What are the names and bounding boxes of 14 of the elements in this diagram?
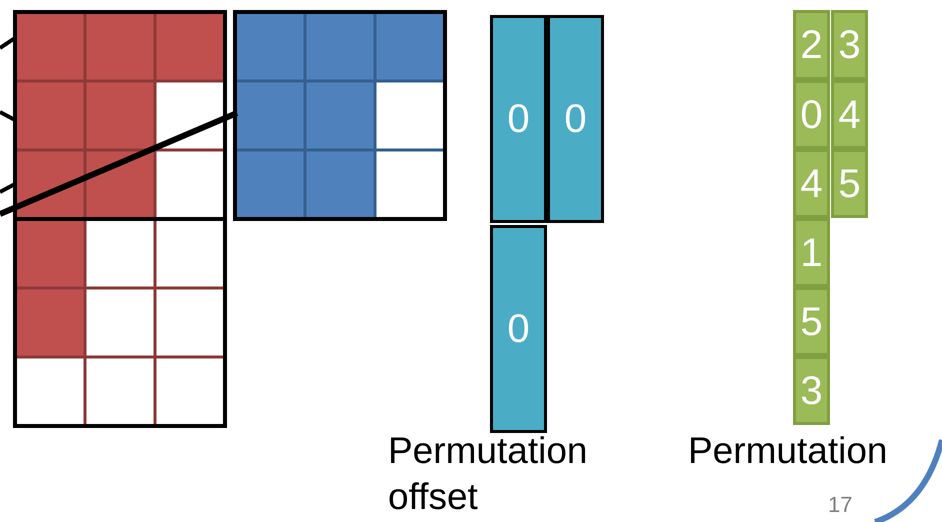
matrix-cell: 0 xyxy=(490,15,547,223)
page-number: 17 xyxy=(828,491,854,519)
matrix-cell: 5 xyxy=(831,149,868,218)
matrix-cell: 5 xyxy=(793,287,830,356)
matrix-cell: 3 xyxy=(793,356,830,425)
matrix-cell: 4 xyxy=(831,80,868,149)
axis-label: Permutation xyxy=(688,429,888,473)
matrix-cell: 3 xyxy=(831,10,868,80)
matrix-cell: 2 xyxy=(793,10,830,80)
matrix-cell: 0 xyxy=(547,15,604,223)
matrix-cell: 0 xyxy=(490,225,547,433)
matrix-cell: 0 xyxy=(793,80,830,149)
matrix-cell: 4 xyxy=(793,149,830,218)
matrix-cell: 1 xyxy=(793,218,830,287)
